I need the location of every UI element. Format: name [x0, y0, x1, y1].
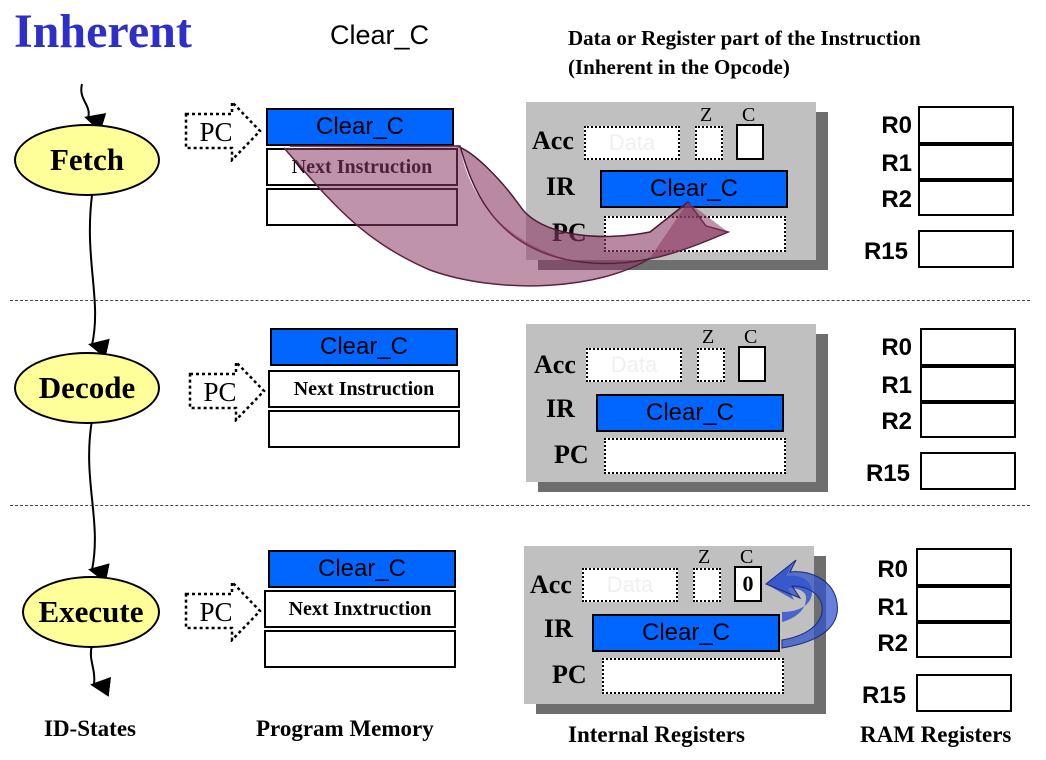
- ram-r2-label-fetch: R2: [881, 186, 912, 213]
- ram-r0-fetch: [918, 106, 1014, 144]
- memory-empty-execute: [264, 630, 456, 668]
- footer-internal-registers: Internal Registers: [568, 722, 745, 747]
- pc-pointer-execute: [184, 580, 262, 642]
- footer-program-memory: Program Memory: [256, 716, 434, 741]
- pc-pointer-fetch: [184, 100, 262, 162]
- memory-next-instruction-decode: Next Instruction: [268, 370, 460, 408]
- ir-label-fetch: IR: [546, 172, 575, 201]
- ram-r2-label-decode: R2: [881, 408, 912, 435]
- c-flag-decode: [738, 346, 766, 382]
- ram-r1-execute: [916, 586, 1012, 622]
- acc-data-execute: Data: [582, 568, 678, 602]
- memory-empty-decode: [268, 410, 460, 448]
- pc-pointer-decode: [188, 360, 266, 422]
- ir-value-decode: Clear_C: [596, 394, 784, 432]
- z-flag-fetch: [695, 126, 723, 160]
- ram-r0-decode: [920, 328, 1016, 366]
- z-label-fetch: Z: [700, 104, 713, 126]
- pc-reg-fetch: [604, 216, 786, 252]
- page-title: Inherent: [14, 5, 192, 58]
- divider-decode-execute: [10, 505, 1030, 506]
- ram-r2-fetch: [918, 180, 1014, 216]
- c-label-execute: C: [740, 546, 754, 568]
- pc-label-fetch: PC: [199, 116, 233, 147]
- memory-clear-c-decode: Clear_C: [270, 328, 458, 366]
- ram-r15-execute: [916, 674, 1012, 712]
- pc-label-execute: PC: [199, 596, 233, 627]
- memory-next-instruction-execute: Next Inxtruction: [264, 590, 456, 628]
- ram-r1-fetch: [918, 144, 1014, 180]
- ram-r15-label-execute: R15: [861, 682, 906, 709]
- ram-r1-label-fetch: R1: [881, 150, 912, 177]
- ir-label-execute: IR: [544, 614, 573, 643]
- ram-r15-label-decode: R15: [865, 460, 910, 487]
- ram-r0-label-decode: R0: [881, 334, 912, 361]
- acc-data-decode: Data: [586, 348, 682, 382]
- footer-ram-registers: RAM Registers: [860, 722, 1012, 747]
- ram-r0-execute: [916, 548, 1012, 586]
- pc-reg-execute: [602, 658, 784, 694]
- ram-r1-label-execute: R1: [877, 594, 908, 621]
- c-flag-fetch: [736, 124, 764, 160]
- ir-label-decode: IR: [546, 394, 575, 423]
- z-label-decode: Z: [702, 326, 715, 348]
- instruction-note: Data or Register part of the Instruction…: [568, 24, 921, 82]
- ram-r15-decode: [920, 452, 1016, 490]
- z-flag-decode: [697, 348, 725, 382]
- pc-reg-label-fetch: PC: [552, 218, 587, 247]
- ram-r0-label-execute: R0: [877, 556, 908, 583]
- ram-r2-label-execute: R2: [877, 630, 908, 657]
- acc-data-fetch: Data: [584, 126, 680, 160]
- c-flag-execute: 0: [734, 566, 762, 602]
- acc-label-execute: Acc: [530, 570, 572, 599]
- state-fetch: Fetch: [14, 124, 160, 196]
- c-label-decode: C: [744, 326, 758, 348]
- ram-r2-decode: [920, 402, 1016, 438]
- state-execute: Execute: [22, 576, 160, 648]
- divider-fetch-decode: [10, 300, 1030, 301]
- ir-value-execute: Clear_C: [592, 614, 780, 652]
- pc-reg-label-execute: PC: [552, 660, 587, 689]
- z-flag-execute: [693, 568, 721, 602]
- memory-clear-c-execute: Clear_C: [268, 550, 456, 588]
- instruction-title: Clear_C: [330, 20, 430, 50]
- footer-id-states: ID-States: [44, 716, 136, 741]
- memory-next-instruction-fetch: Next Instruction: [266, 148, 458, 186]
- ram-r0-label-fetch: R0: [881, 112, 912, 139]
- ram-r1-decode: [920, 366, 1016, 402]
- note-line-1: Data or Register part of the Instruction: [568, 26, 921, 50]
- pc-reg-label-decode: PC: [554, 440, 589, 469]
- z-label-execute: Z: [698, 546, 711, 568]
- c-label-fetch: C: [742, 104, 756, 126]
- acc-label-decode: Acc: [534, 350, 576, 379]
- pc-label-decode: PC: [203, 376, 237, 407]
- pc-reg-decode: [604, 438, 786, 474]
- state-decode: Decode: [14, 352, 160, 424]
- ir-value-fetch: Clear_C: [600, 170, 788, 208]
- ram-r1-label-decode: R1: [881, 372, 912, 399]
- ram-r15-fetch: [918, 230, 1014, 268]
- note-line-2: (Inherent in the Opcode): [568, 55, 790, 79]
- acc-label-fetch: Acc: [532, 126, 574, 155]
- memory-empty-fetch: [266, 188, 458, 226]
- memory-clear-c-fetch: Clear_C: [266, 108, 454, 146]
- ram-r15-label-fetch: R15: [863, 238, 908, 265]
- ram-r2-execute: [916, 622, 1012, 658]
